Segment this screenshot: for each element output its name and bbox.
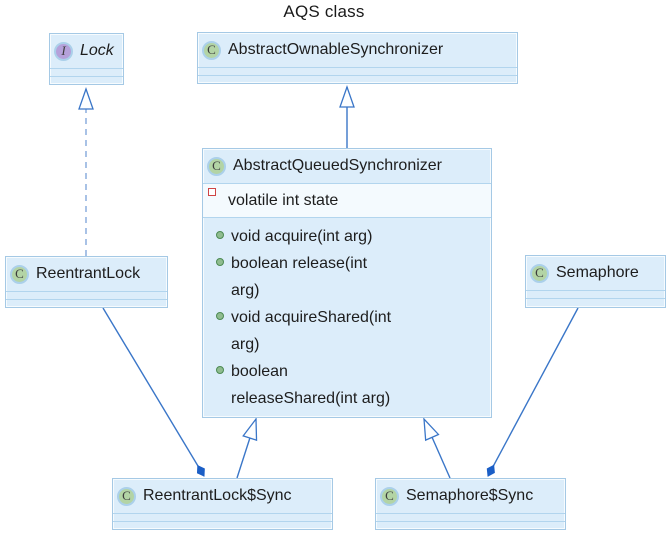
- fields-compartment: [50, 68, 123, 76]
- edge-semaphore-composes-semsync[interactable]: [486, 307, 579, 477]
- public-method-icon: [216, 312, 224, 320]
- field-text: volatile int state: [228, 191, 339, 209]
- methods-compartment: [50, 76, 123, 84]
- class-icon: C: [530, 263, 549, 283]
- class-name: AbstractOwnableSynchronizer: [228, 41, 444, 58]
- class-name: Semaphore$Sync: [406, 487, 534, 504]
- class-box-reentrantlock[interactable]: C ReentrantLock: [5, 256, 168, 308]
- public-method-icon: [216, 231, 224, 239]
- class-box-abstractqueuedsynchronizer[interactable]: C AbstractQueuedSynchronizer volatile in…: [202, 148, 492, 418]
- class-header-semsync: C Semaphore$Sync: [376, 479, 565, 513]
- methods-compartment: [198, 75, 517, 83]
- fields-compartment: [198, 67, 517, 75]
- class-icon: C: [117, 486, 136, 506]
- public-method-icon: [216, 366, 224, 374]
- method-releaseshared: boolean releaseShared(int arg): [211, 358, 487, 412]
- method-text: void acquireShared(int arg): [231, 309, 392, 353]
- class-header-reentrantlock: C ReentrantLock: [6, 257, 167, 291]
- public-method-icon: [216, 258, 224, 266]
- method-acquire: void acquire(int arg): [211, 223, 487, 250]
- fields-compartment: [376, 513, 565, 521]
- methods-compartment: [113, 521, 332, 529]
- methods-compartment: [526, 298, 665, 306]
- method-acquireshared: void acquireShared(int arg): [211, 304, 487, 358]
- class-header-semaphore: C Semaphore: [526, 256, 665, 290]
- class-header-aos: C AbstractOwnableSynchronizer: [198, 33, 517, 67]
- edge-reentrantlock-composes-rlsync[interactable]: [102, 307, 205, 477]
- methods-compartment: [376, 521, 565, 529]
- class-name: AbstractQueuedSynchronizer: [233, 157, 442, 174]
- class-box-semaphore-sync[interactable]: C Semaphore$Sync: [375, 478, 566, 530]
- class-icon: C: [207, 156, 226, 176]
- methods-compartment: void acquire(int arg) boolean release(in…: [203, 217, 491, 417]
- fields-compartment: [6, 291, 167, 299]
- class-box-semaphore[interactable]: C Semaphore: [525, 255, 666, 308]
- class-header-rlsync: C ReentrantLock$Sync: [113, 479, 332, 513]
- field-icon: [208, 188, 216, 196]
- interface-icon: I: [54, 41, 73, 61]
- method-text: void acquire(int arg): [231, 228, 373, 245]
- field-row-state: volatile int state: [203, 183, 491, 217]
- class-header-aqs: C AbstractQueuedSynchronizer: [203, 149, 491, 183]
- fields-compartment: [113, 513, 332, 521]
- class-box-lock[interactable]: I Lock: [49, 33, 124, 85]
- class-icon: C: [380, 486, 399, 506]
- class-name: ReentrantLock$Sync: [143, 487, 292, 504]
- method-text: boolean releaseShared(int arg): [231, 363, 391, 407]
- method-release: boolean release(int arg): [211, 250, 487, 304]
- class-box-abstractownablesynchronizer[interactable]: C AbstractOwnableSynchronizer: [197, 32, 518, 84]
- class-icon: C: [10, 264, 29, 284]
- class-name: Lock: [80, 42, 114, 59]
- class-header-lock: I Lock: [50, 34, 123, 68]
- edge-rlsync-extends-aqs[interactable]: [236, 417, 258, 479]
- edge-semsync-extends-aqs[interactable]: [423, 417, 451, 479]
- methods-compartment: [6, 299, 167, 307]
- fields-compartment: [526, 290, 665, 298]
- class-name: ReentrantLock: [36, 265, 141, 282]
- method-text: boolean release(int arg): [231, 255, 368, 299]
- class-icon: C: [202, 40, 221, 60]
- diagram-title: AQS class: [283, 2, 365, 21]
- class-name: Semaphore: [556, 264, 639, 281]
- class-box-reentrantlock-sync[interactable]: C ReentrantLock$Sync: [112, 478, 333, 530]
